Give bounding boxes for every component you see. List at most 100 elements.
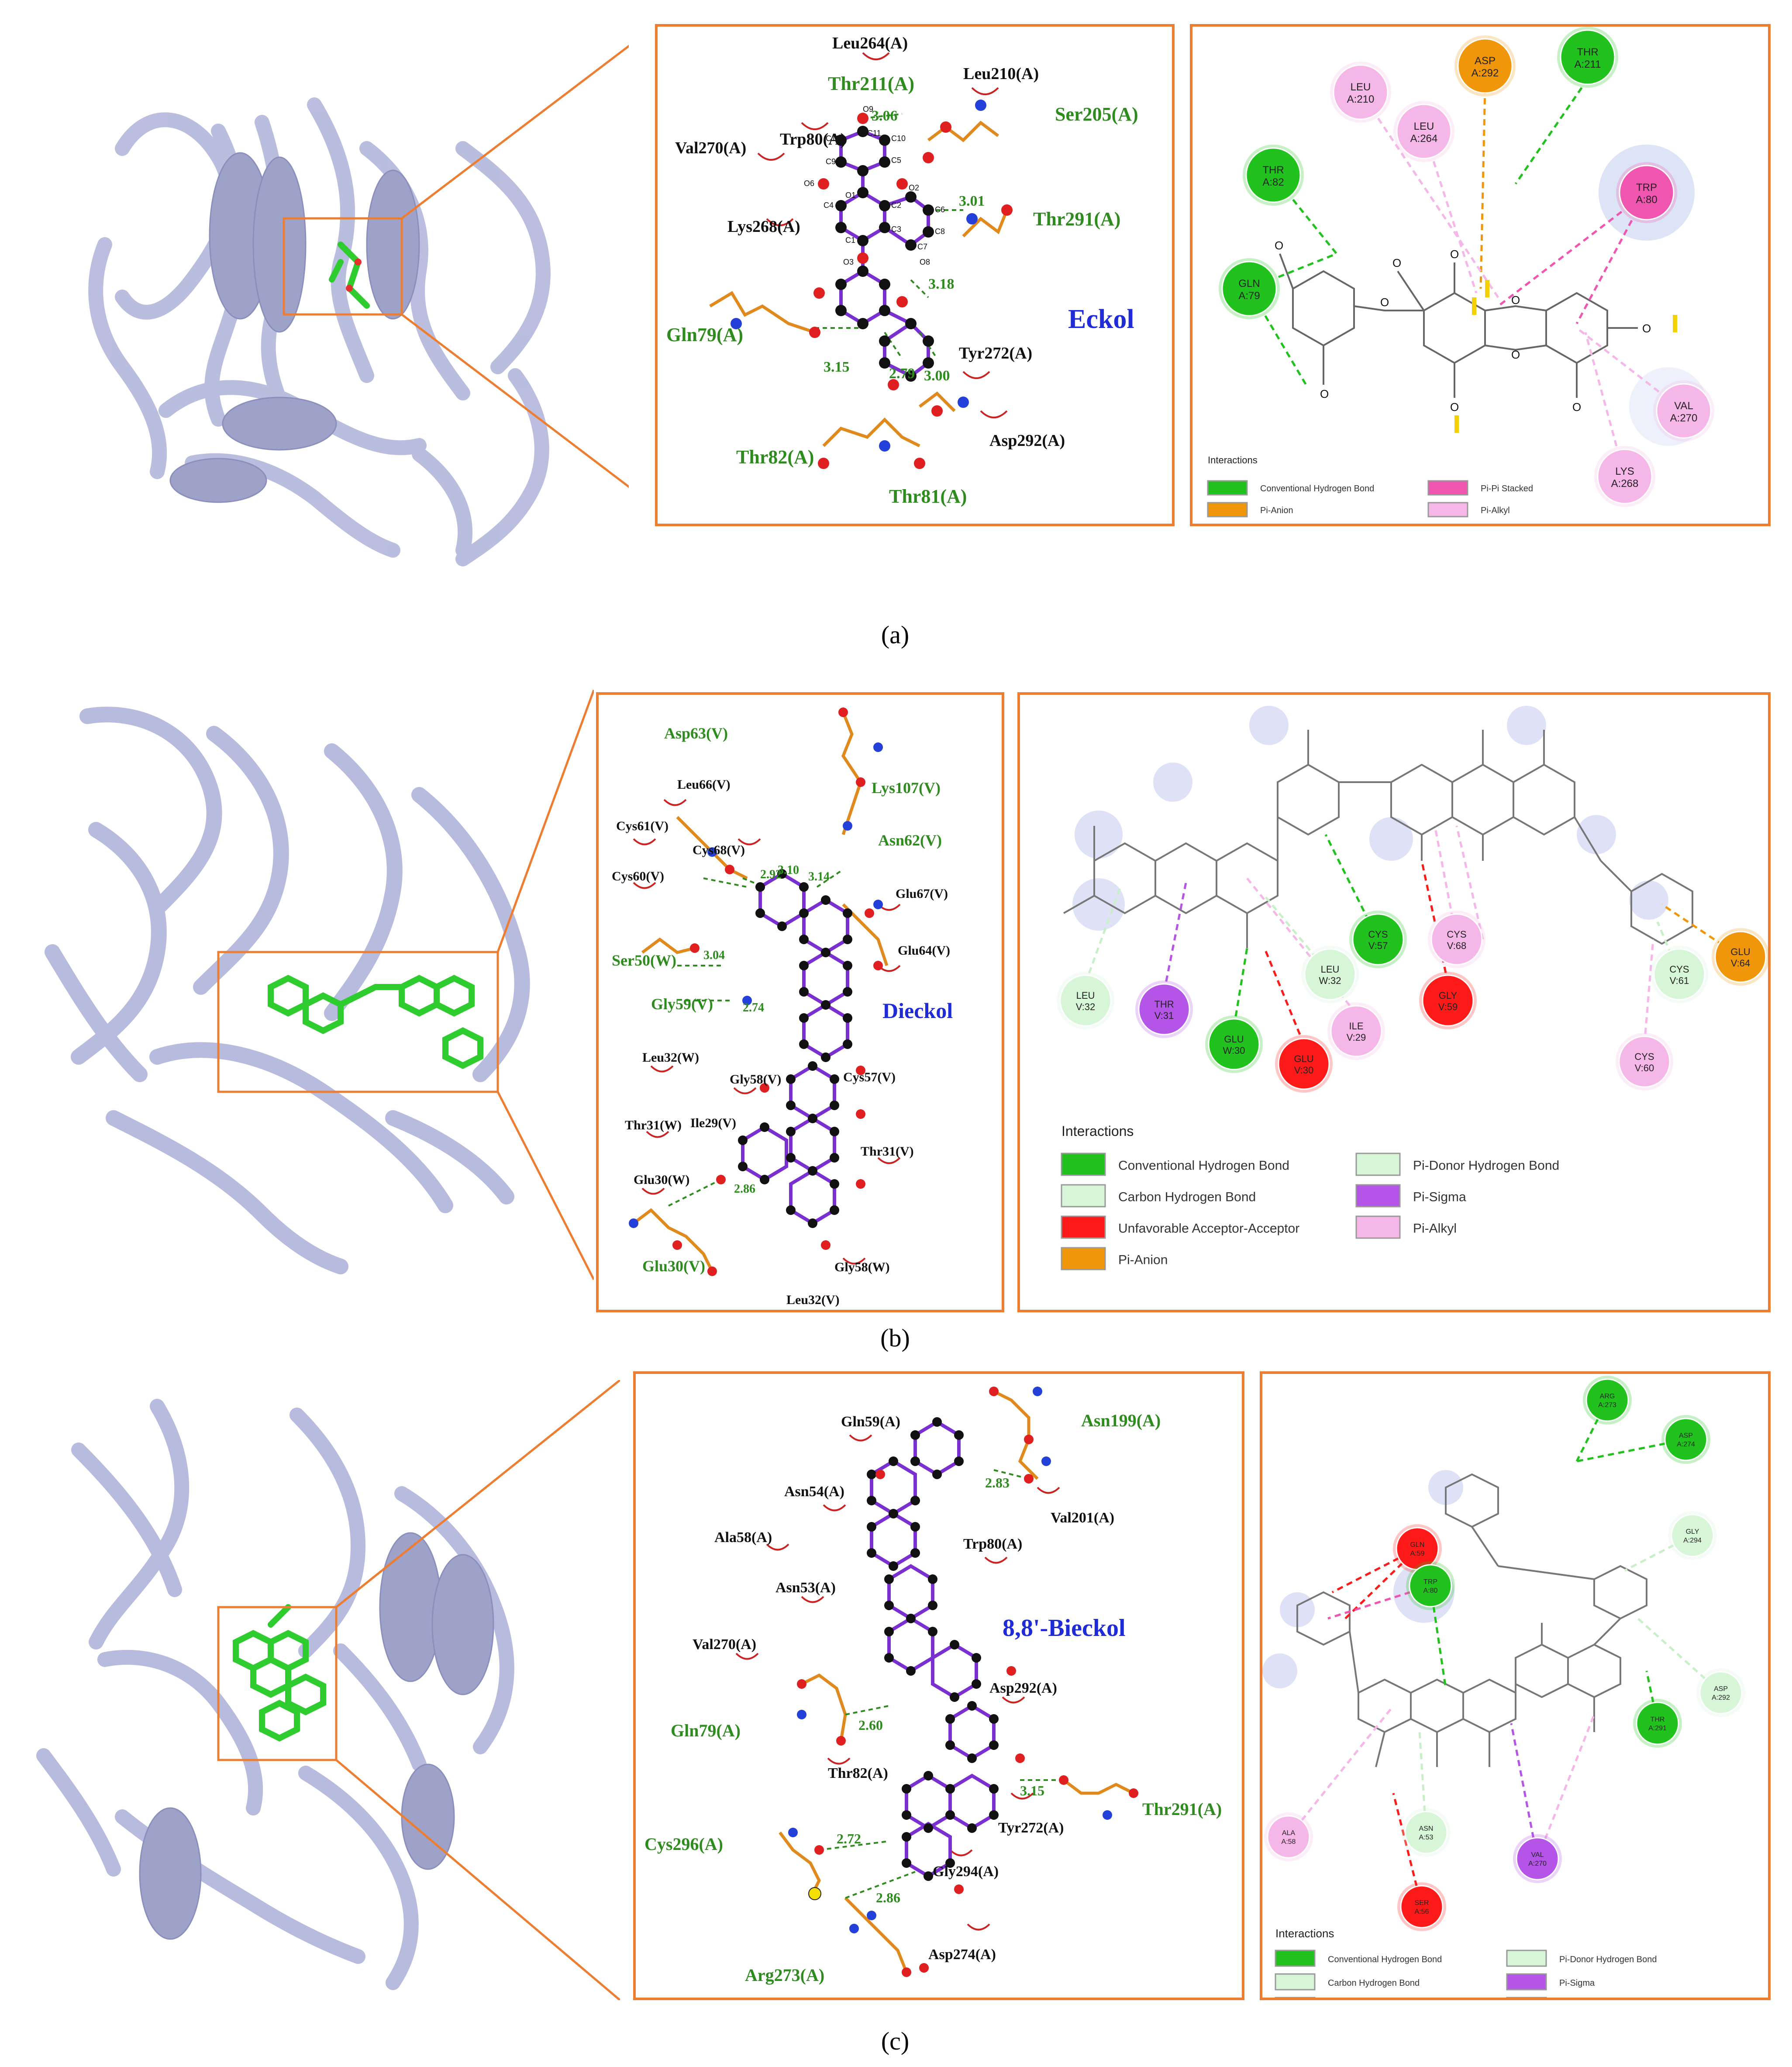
svg-text:ILE: ILE (1349, 1021, 1363, 1032)
svg-text:A:270: A:270 (1528, 1860, 1547, 1867)
residue-label-hbond: Cys296(A) (644, 1834, 723, 1854)
panel-caption-c: (c) (881, 2027, 910, 2055)
legend-item: Pi-Pi Stacked (1427, 480, 1533, 496)
svg-text:A:82: A:82 (1262, 176, 1284, 188)
residue-label-hbond: Asn199(A) (1081, 1411, 1161, 1430)
svg-text:ASN: ASN (1419, 1825, 1434, 1832)
hbond-distance: 3.14 (808, 870, 830, 883)
svg-text:GLY: GLY (1439, 990, 1458, 1001)
svg-text:Conventional Hydrogen Bond: Conventional Hydrogen Bond (1328, 1955, 1442, 1964)
svg-text:Pi-Anion: Pi-Anion (1260, 506, 1293, 515)
svg-text:TRP: TRP (1423, 1578, 1437, 1586)
svg-text:A:79: A:79 (1238, 290, 1260, 302)
legend-item: Conventional Hydrogen Bond (1275, 1950, 1442, 1967)
svg-text:W:30: W:30 (1223, 1045, 1245, 1056)
hbond-distance: 3.06 (872, 108, 898, 124)
residue-label-hydrophobic: Cys68(V) (693, 843, 745, 857)
svg-text:A:292: A:292 (1712, 1694, 1730, 1701)
residue-label-hydrophobic: Gln59(A) (841, 1414, 900, 1430)
residue-label-hydrophobic: Ala58(A) (714, 1529, 772, 1546)
zoom-box-b (217, 951, 499, 1093)
svg-text:GLU: GLU (1730, 946, 1750, 957)
residue-label-hydrophobic: Ile29(V) (690, 1116, 736, 1130)
residue-label-hbond: Gln79(A) (666, 324, 743, 345)
residue-label-hbond: Ser205(A) (1055, 104, 1138, 125)
svg-text:A:80: A:80 (1636, 194, 1657, 206)
svg-text:O: O (1511, 293, 1520, 307)
svg-text:A:292: A:292 (1472, 67, 1499, 79)
hbond-distance: 3.01 (959, 193, 985, 209)
residue-label-hbond: Thr211(A) (828, 73, 914, 94)
panel-caption-b: (b) (880, 1324, 910, 1352)
hbond-distance: 3.04 (703, 949, 725, 962)
svg-text:GLU: GLU (1224, 1034, 1244, 1045)
svg-text:Conventional Hydrogen Bond: Conventional Hydrogen Bond (1118, 1159, 1289, 1173)
svg-text:V:30: V:30 (1294, 1065, 1313, 1076)
svg-text:LEU: LEU (1414, 121, 1434, 132)
residue-label-hydrophobic: Thr31(W) (625, 1118, 682, 1132)
svg-text:LEU: LEU (1321, 964, 1340, 975)
svg-text:SER: SER (1415, 1899, 1429, 1907)
svg-text:C8: C8 (935, 227, 945, 236)
residue-label-hbond: Thr291(A) (1142, 1799, 1222, 1819)
ligplot-panel-a: O9 C11 C10 C12 C9 O6 C4 C5 C1 C2 C6 O1 O… (655, 24, 1175, 526)
svg-text:ALA: ALA (1282, 1829, 1296, 1837)
svg-text:O: O (1572, 400, 1581, 414)
svg-text:A:56: A:56 (1415, 1908, 1429, 1915)
legend-item: Unfavorable Acceptor-Acceptor (1061, 1215, 1299, 1239)
ligplot-panel-c: 8,8'-Bieckol Asn199(A) Gln79(A) Thr291(A… (633, 1371, 1244, 2000)
residue-label-hydrophobic: Thr82(A) (828, 1765, 888, 1781)
svg-text:A:291: A:291 (1648, 1725, 1667, 1732)
svg-text:A:264: A:264 (1410, 133, 1438, 145)
svg-text:A:274: A:274 (1677, 1441, 1695, 1448)
svg-text:VAL: VAL (1531, 1851, 1544, 1859)
svg-text:A:210: A:210 (1347, 93, 1375, 105)
svg-text:Pi-Sigma: Pi-Sigma (1559, 1978, 1595, 1988)
svg-text:V:68: V:68 (1447, 940, 1466, 951)
legend-item: Pi-Alkyl (1427, 502, 1510, 518)
svg-text:V:59: V:59 (1438, 1001, 1458, 1012)
svg-text:A:58: A:58 (1282, 1838, 1296, 1846)
svg-text:C1: C1 (845, 236, 855, 245)
residue-label-hydrophobic: Asp292(A) (989, 431, 1065, 450)
svg-text:O: O (1380, 296, 1389, 309)
hbond-distance: 3.15 (824, 359, 850, 375)
svg-text:A:59: A:59 (1410, 1550, 1425, 1557)
svg-text:Pi-Donor Hydrogen Bond: Pi-Donor Hydrogen Bond (1559, 1955, 1657, 1964)
residue-label-hbond: Lys107(V) (872, 779, 941, 797)
svg-text:VAL: VAL (1674, 400, 1693, 412)
residue-label-hbond: Ser50(W) (612, 952, 676, 969)
svg-text:Pi-Alkyl: Pi-Alkyl (1481, 506, 1510, 515)
svg-text:GLN: GLN (1410, 1541, 1425, 1549)
legend-item: Carbon Hydrogen Bond (1275, 1973, 1420, 1991)
legend-item: Conventional Hydrogen Bond (1061, 1153, 1289, 1176)
svg-text:Unfavorable Acceptor-Acceptor: Unfavorable Acceptor-Acceptor (1118, 1222, 1299, 1236)
figure-row-b: Dieckol Asp63(V) Lys107(V) Asn62(V) Ser5… (0, 664, 1792, 1354)
residue-label-hbond: Gln79(A) (671, 1721, 741, 1740)
atom-label: O9 (863, 105, 873, 114)
residue-label-hydrophobic: Asp292(A) (989, 1680, 1057, 1696)
residue-label-hbond: Glu30(V) (642, 1257, 705, 1275)
svg-text:ASP: ASP (1475, 55, 1496, 67)
svg-text:O1: O1 (845, 191, 856, 200)
residue-label-hydrophobic: Cys60(V) (612, 869, 664, 883)
svg-text:CYS: CYS (1634, 1051, 1654, 1062)
svg-text:V:60: V:60 (1635, 1063, 1654, 1073)
